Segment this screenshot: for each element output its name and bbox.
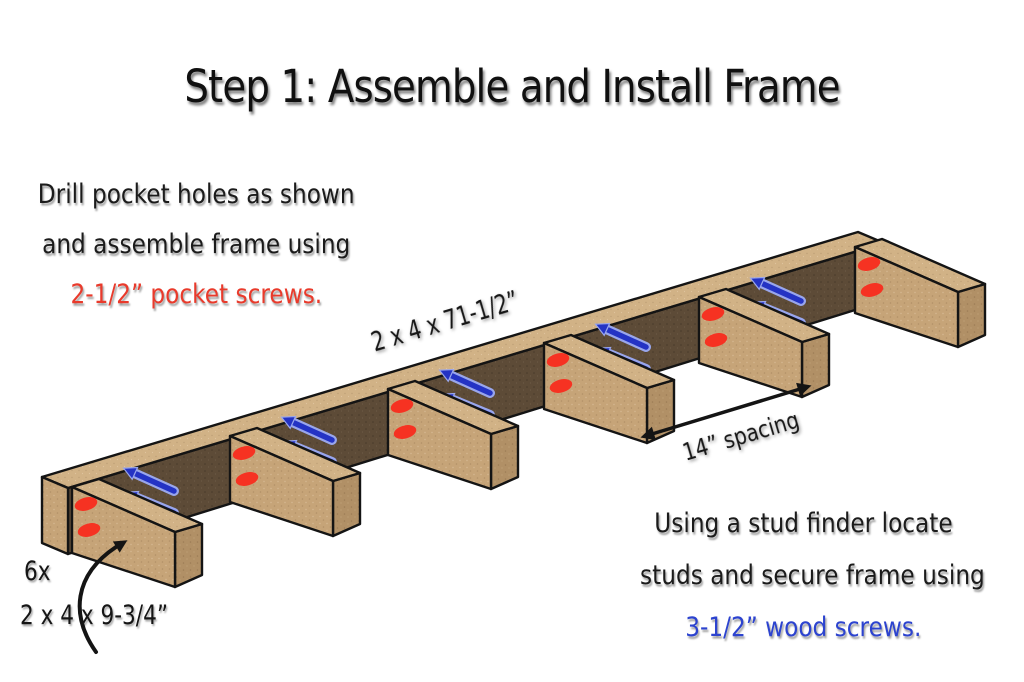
assemble-highlight: 2-1/2” pocket screws.	[70, 279, 322, 310]
joist-side-face	[697, 295, 804, 399]
pocket-hole	[546, 353, 570, 367]
pocket-hole	[549, 379, 573, 393]
screw-arrow	[594, 322, 651, 352]
joist-end-face	[489, 424, 520, 491]
pocket-hole	[390, 399, 414, 413]
pocket-hole	[77, 523, 101, 537]
joist-end-face	[173, 522, 204, 589]
install-highlight: 3-1/2” wood screws.	[684, 612, 922, 643]
assemble-instructions: Drill pocket holes as shown and assemble…	[0, 170, 392, 320]
spacing-label: 14” spacing	[679, 406, 802, 467]
pocket-hole	[232, 446, 256, 460]
install-instructions: Using a stud finder locate studs and sec…	[612, 498, 994, 654]
joist-boards	[70, 237, 987, 589]
quantity-label: 6x	[24, 556, 51, 587]
spacing-dimension-arrow	[640, 382, 812, 441]
joist-board-6	[853, 237, 987, 349]
screw-arrow	[280, 415, 337, 445]
short-board-label: 2 x 4 x 9-3/4”	[20, 600, 169, 631]
pocket-hole	[860, 283, 884, 297]
pocket-hole	[74, 497, 98, 511]
pocket-hole	[857, 257, 881, 271]
install-line-1: Using a stud finder locate	[653, 508, 953, 539]
assemble-line-2: and assemble frame using	[41, 229, 351, 260]
joist-board-5	[697, 287, 831, 399]
install-line-2: studs and secure frame using	[640, 560, 985, 591]
ledger-end-face	[40, 475, 70, 556]
joist-board-3	[386, 379, 520, 491]
joist-side-face	[386, 387, 493, 491]
screw-arrow	[122, 466, 179, 496]
page-title: Step 1: Assemble and Install Frame	[0, 60, 1024, 113]
pocket-hole	[393, 425, 417, 439]
quantity-callout-arrow	[77, 540, 128, 654]
joist-board-1	[70, 477, 204, 589]
joist-side-face	[70, 485, 177, 589]
joist-side-face	[853, 245, 960, 349]
screw-arrow	[749, 276, 806, 306]
pocket-hole	[235, 472, 259, 486]
screw-arrow	[438, 368, 495, 398]
pocket-hole	[704, 333, 728, 347]
assemble-line-1: Drill pocket holes as shown	[37, 179, 355, 210]
joist-end-face	[331, 471, 362, 538]
joist-board-4	[542, 333, 676, 445]
joist-end-face	[956, 282, 987, 349]
joist-side-face	[542, 341, 649, 445]
pocket-hole	[701, 307, 725, 321]
joist-board-2	[228, 426, 362, 538]
page-title-text: Step 1: Assemble and Install Frame	[184, 60, 840, 113]
joist-side-face	[228, 434, 335, 538]
